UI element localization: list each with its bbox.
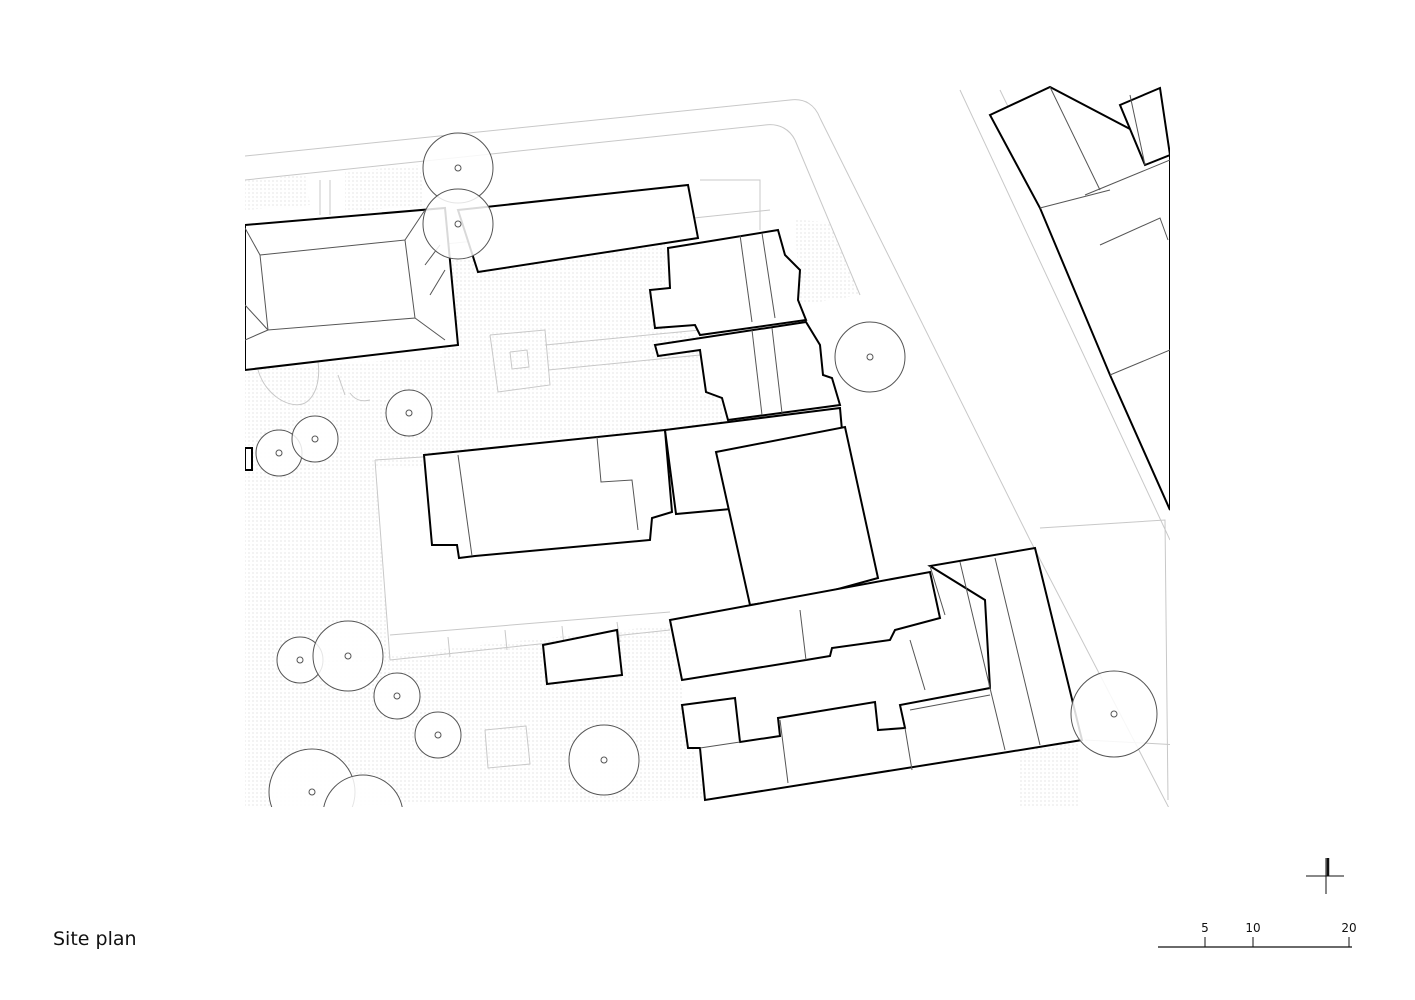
- internal-line: [699, 741, 741, 749]
- boundary-line: [337, 374, 346, 396]
- scale-bar: [1158, 937, 1352, 948]
- internal-line: [959, 561, 1006, 751]
- internal-line: [414, 317, 446, 341]
- internal-line: [799, 609, 807, 661]
- tree-icon: [422, 188, 494, 260]
- boundary-line: [484, 725, 531, 769]
- tree-icon: [373, 672, 421, 720]
- building-north-cluster-b: [653, 320, 842, 422]
- building-south-row-a: [668, 570, 942, 682]
- scale-tick-label: 5: [1201, 921, 1209, 935]
- internal-line: [1084, 159, 1170, 196]
- boundary-line: [764, 124, 796, 141]
- building-main-east: [714, 425, 880, 607]
- internal-line: [1039, 189, 1111, 209]
- internal-line: [909, 694, 991, 711]
- internal-line: [245, 304, 269, 331]
- internal-line: [909, 639, 926, 691]
- internal-line: [596, 436, 639, 531]
- tree-icon: [323, 774, 403, 807]
- tree-icon: [255, 429, 303, 477]
- tree-icon: [291, 415, 339, 463]
- boundary-line: [374, 459, 391, 661]
- boundary-line: [959, 89, 1170, 541]
- north-arrow-icon: [1306, 858, 1344, 894]
- boundary-line: [257, 361, 320, 406]
- internal-line: [751, 329, 763, 416]
- drawing-title: Site plan: [53, 928, 137, 950]
- tree-icon: [414, 711, 462, 759]
- internal-line: [1129, 94, 1146, 166]
- hatched-area: [245, 465, 390, 670]
- tree-icon: [834, 321, 906, 393]
- tree-icon: [422, 132, 494, 204]
- hatched-area: [445, 395, 725, 440]
- boundary-line: [700, 179, 761, 230]
- internal-line: [761, 232, 776, 319]
- scale-tick-label: 10: [1245, 921, 1261, 935]
- hatched-area: [345, 165, 425, 212]
- boundary-line: [794, 139, 861, 296]
- internal-line: [994, 557, 1041, 746]
- boundary-line: [819, 117, 1031, 541]
- tree-icon: [568, 724, 640, 796]
- boundary-line: [447, 636, 451, 658]
- tree-icon: [385, 389, 433, 437]
- boundary-line: [245, 99, 791, 157]
- boundary-line: [389, 629, 671, 661]
- internal-line: [929, 565, 946, 616]
- boundary-line: [547, 354, 701, 371]
- boundary-line: [544, 329, 701, 346]
- trees: [255, 132, 1158, 807]
- building-church: [245, 206, 460, 372]
- internal-line: [457, 454, 473, 557]
- building-main-west: [422, 428, 674, 560]
- boundary-line: [504, 629, 508, 651]
- internal-line: [771, 327, 783, 414]
- boundary-line: [245, 124, 766, 181]
- hatched-area: [795, 220, 860, 305]
- building-north-cluster-a: [648, 228, 808, 337]
- internal-line: [404, 209, 426, 241]
- tree-icon: [1070, 670, 1158, 758]
- building-hut-west: [245, 447, 253, 471]
- boundary-line: [789, 99, 821, 119]
- internal-line: [245, 227, 261, 256]
- boundary-line: [489, 329, 551, 393]
- internal-line: [1109, 349, 1170, 376]
- internal-line: [739, 234, 753, 323]
- internal-line: [779, 719, 789, 784]
- internal-line: [904, 727, 913, 771]
- hatched-area: [440, 240, 700, 400]
- internal-line: [1099, 217, 1169, 246]
- internal-line: [429, 269, 446, 296]
- tree-icon: [312, 620, 384, 692]
- hatched-area: [245, 175, 310, 210]
- boundary-line: [509, 349, 530, 370]
- boundary-line: [389, 611, 671, 636]
- boundary-line: [616, 621, 621, 643]
- boundary-line: [1039, 519, 1169, 801]
- boundary-line: [349, 392, 371, 402]
- building-small-garden: [541, 628, 624, 686]
- internal-line: [1049, 86, 1101, 191]
- hatched-area: [1020, 740, 1080, 807]
- building-internal-lines: [245, 86, 1170, 784]
- scale-tick-label: 20: [1341, 921, 1357, 935]
- internal-line: [245, 329, 269, 341]
